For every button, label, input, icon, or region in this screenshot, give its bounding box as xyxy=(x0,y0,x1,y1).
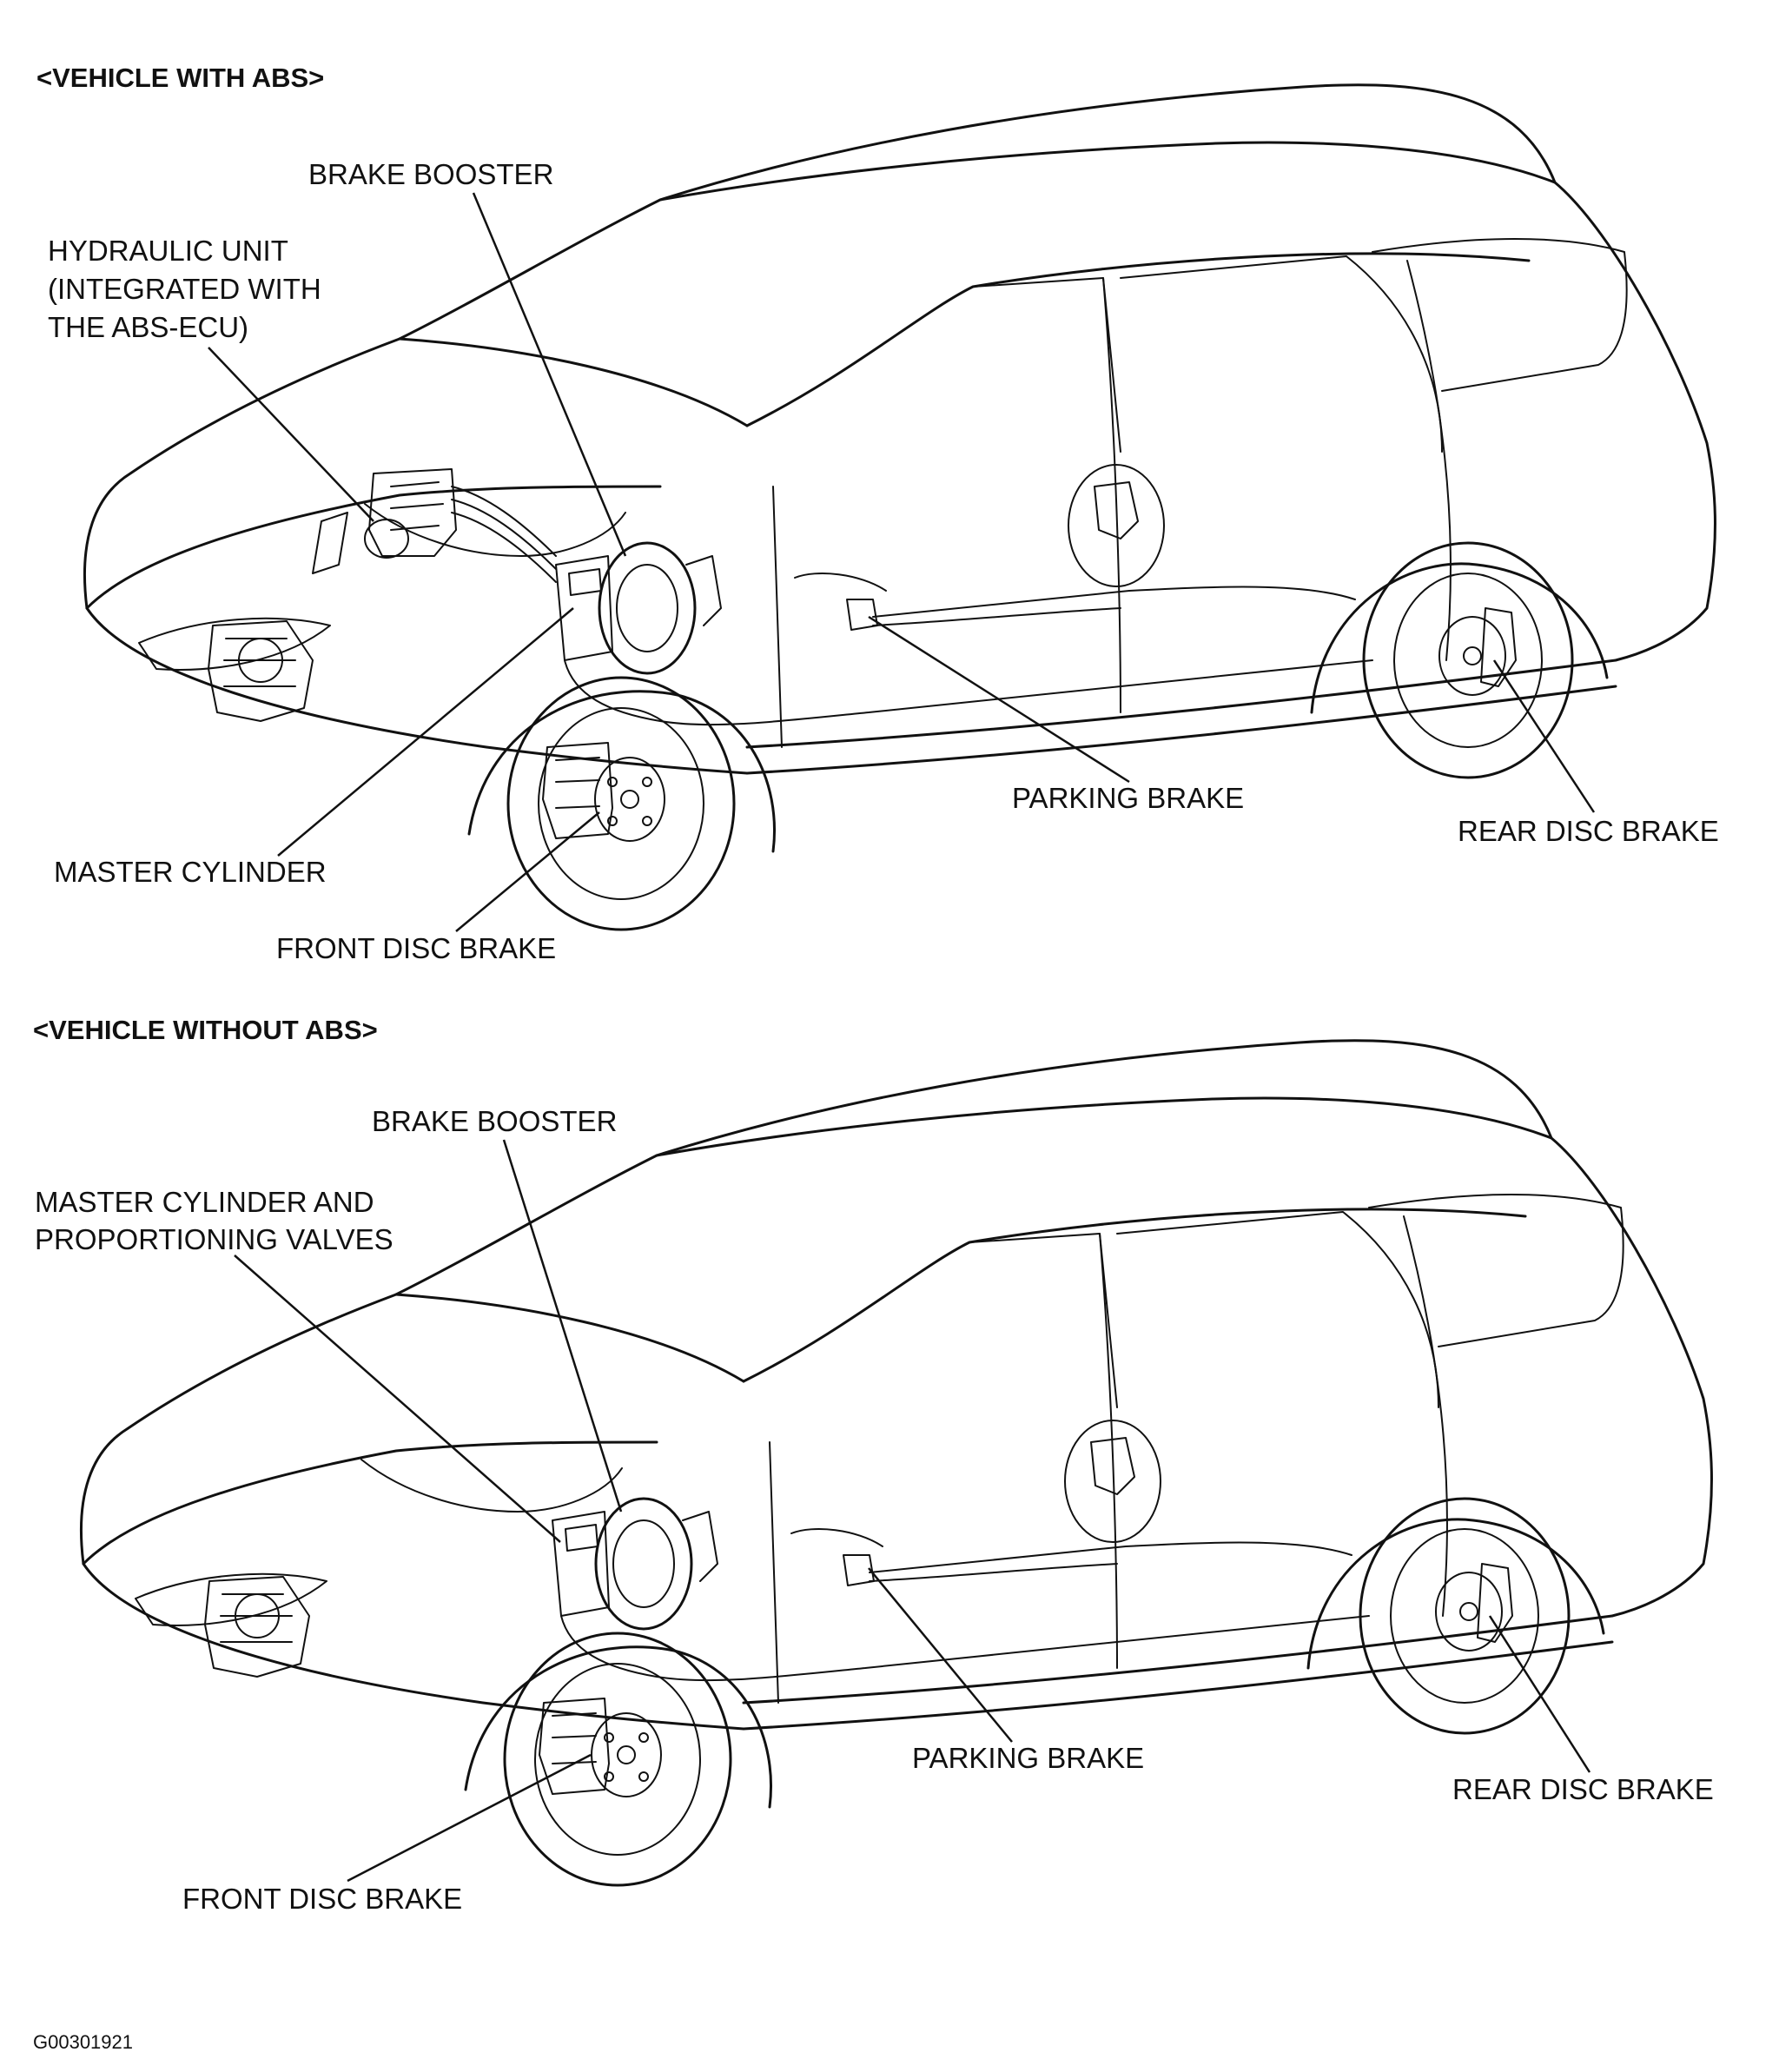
label-brake-booster: BRAKE BOOSTER xyxy=(372,1105,617,1137)
figure-id: G00301921 xyxy=(33,2031,133,2053)
label-front-disc-brake: FRONT DISC BRAKE xyxy=(276,932,556,964)
hydraulic-unit-drawing xyxy=(312,468,557,583)
label-hydraulic-unit-3: THE ABS-ECU) xyxy=(48,311,248,343)
vehicle-drawing xyxy=(83,83,1716,931)
leader-lines xyxy=(208,192,1596,932)
label-rear-disc-brake: REAR DISC BRAKE xyxy=(1458,815,1719,847)
label-front-disc-brake: FRONT DISC BRAKE xyxy=(182,1883,462,1915)
leader-lines xyxy=(234,1139,1591,1883)
diagram-without-abs: <VEHICLE WITHOUT ABS> BRAKE BOOSTER MAST… xyxy=(33,1015,1714,1915)
label-parking-brake: PARKING BRAKE xyxy=(912,1742,1144,1774)
label-master-cylinder-1: MASTER CYLINDER AND xyxy=(35,1186,374,1218)
label-master-cylinder: MASTER CYLINDER xyxy=(54,856,327,888)
label-master-cylinder-2: PROPORTIONING VALVES xyxy=(35,1223,393,1255)
vehicle-drawing xyxy=(79,1039,1713,1887)
label-parking-brake: PARKING BRAKE xyxy=(1012,782,1244,814)
label-hydraulic-unit-1: HYDRAULIC UNIT xyxy=(48,235,288,267)
diagram-heading: <VEHICLE WITHOUT ABS> xyxy=(33,1015,378,1045)
diagram-with-abs: <VEHICLE WITH ABS> BRAKE BOOSTER HYDRAUL… xyxy=(36,63,1719,964)
label-hydraulic-unit-2: (INTEGRATED WITH xyxy=(48,273,321,305)
diagram-heading: <VEHICLE WITH ABS> xyxy=(36,63,324,93)
label-brake-booster: BRAKE BOOSTER xyxy=(308,158,553,190)
label-rear-disc-brake: REAR DISC BRAKE xyxy=(1452,1773,1714,1805)
